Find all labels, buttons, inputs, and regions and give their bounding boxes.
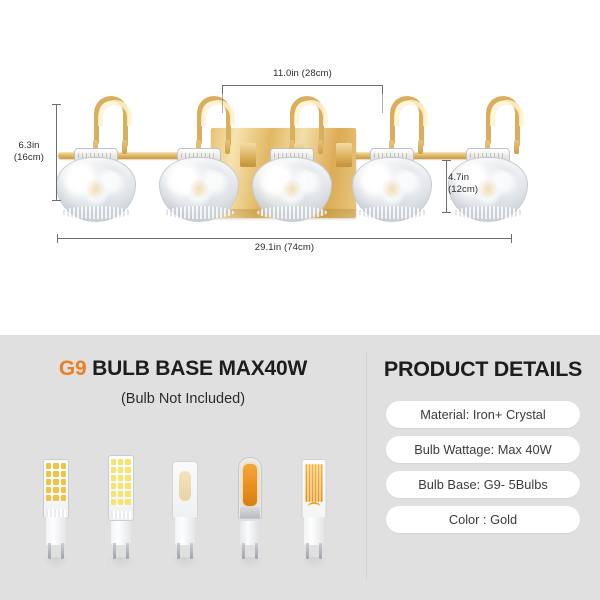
bulb-images-row — [20, 431, 350, 569]
bi-pin-connector — [110, 543, 132, 559]
bi-pin-connector — [303, 543, 325, 559]
lamp-arm-1 — [56, 96, 152, 226]
crystal-shade — [252, 148, 332, 222]
g9-accent-text: G9 — [58, 357, 87, 380]
lamp-arm-4 — [352, 96, 448, 226]
detail-item-color: Color : Gold — [386, 506, 580, 533]
warm-smd-led-bulb — [34, 441, 78, 569]
bulb-base-body — [239, 521, 260, 545]
bulb-reflection — [107, 557, 134, 569]
bulb-reflection — [301, 557, 327, 569]
bulb-base-body — [46, 517, 66, 545]
bottom-width-tick-left — [57, 234, 58, 243]
left-height-tick-bottom — [52, 200, 61, 201]
bulb-capsule — [237, 457, 262, 519]
crystal-shade — [56, 148, 136, 222]
bulb-base-heading-rest: BULB BASE MAX40W — [86, 357, 308, 380]
vanity-light-fixture — [56, 96, 544, 226]
panel-divider — [366, 352, 367, 580]
amber-cob-filament-bulb — [228, 441, 272, 569]
bulb-base-body — [110, 521, 131, 545]
lamp-arm-2 — [159, 96, 255, 226]
top-width-dimension-line — [222, 85, 383, 86]
bi-pin-connector — [239, 543, 261, 559]
cool-smd-led-bulb — [99, 441, 143, 569]
right-height-label: 4.7in (12cm) — [448, 172, 479, 195]
left-height-dimension-line — [56, 104, 57, 200]
top-width-ext-right — [382, 85, 383, 113]
bi-pin-connector — [45, 543, 67, 559]
bulb-base-body — [304, 517, 324, 545]
detail-item-bulb-base: Bulb Base: G9- 5Bulbs — [386, 471, 580, 498]
bulb-capsule — [107, 455, 134, 521]
detail-item-material: Material: Iron+ Crystal — [386, 401, 580, 428]
socket-3 — [336, 143, 352, 167]
lamp-arm-3 — [252, 96, 348, 226]
bulb-capsule — [43, 459, 69, 519]
bottom-width-label: 29.1in (74cm) — [254, 242, 315, 253]
top-width-label: 11.0in (28cm) — [273, 68, 332, 79]
right-height-dimension-line — [446, 160, 447, 212]
info-panel: G9 BULB BASE MAX40W (Bulb Not Included) — [0, 335, 600, 600]
top-width-ext-left — [222, 85, 223, 113]
clear-filament-bulb — [292, 441, 336, 569]
detail-item-bulb-wattage: Bulb Wattage: Max 40W — [386, 436, 580, 463]
right-height-tick-top — [442, 160, 451, 161]
bulb-reflection — [172, 557, 198, 569]
left-height-tick-top — [52, 104, 61, 105]
bottom-width-tick-right — [511, 234, 512, 243]
lamp-arm-5 — [448, 96, 544, 226]
socket-1 — [240, 143, 256, 167]
crystal-shade — [448, 148, 528, 222]
bulb-reflection — [43, 557, 69, 569]
bottom-width-dimension-line — [57, 238, 512, 239]
bulb-capsule — [301, 459, 327, 519]
crystal-shade — [352, 148, 432, 222]
bulb-not-included-note: (Bulb Not Included) — [120, 391, 246, 407]
dimension-diagram-panel: 11.0in (28cm) 6.3in (16cm) 4.7in (12cm) … — [13, 68, 544, 253]
product-details-heading: PRODUCT DETAILS — [383, 357, 583, 381]
bulb-base-body — [175, 517, 195, 545]
bulb-capsule — [172, 461, 198, 519]
left-height-label: 6.3in (16cm) — [13, 140, 45, 163]
bulb-reflection — [236, 557, 263, 569]
frosted-g9-bulb — [163, 441, 207, 569]
product-details-list: Material: Iron+ Crystal Bulb Wattage: Ma… — [386, 401, 580, 541]
right-height-tick-bottom — [442, 212, 451, 213]
crystal-shade — [159, 148, 239, 222]
bulb-base-heading: G9 BULB BASE MAX40W — [0, 357, 366, 381]
bi-pin-connector — [174, 543, 196, 559]
